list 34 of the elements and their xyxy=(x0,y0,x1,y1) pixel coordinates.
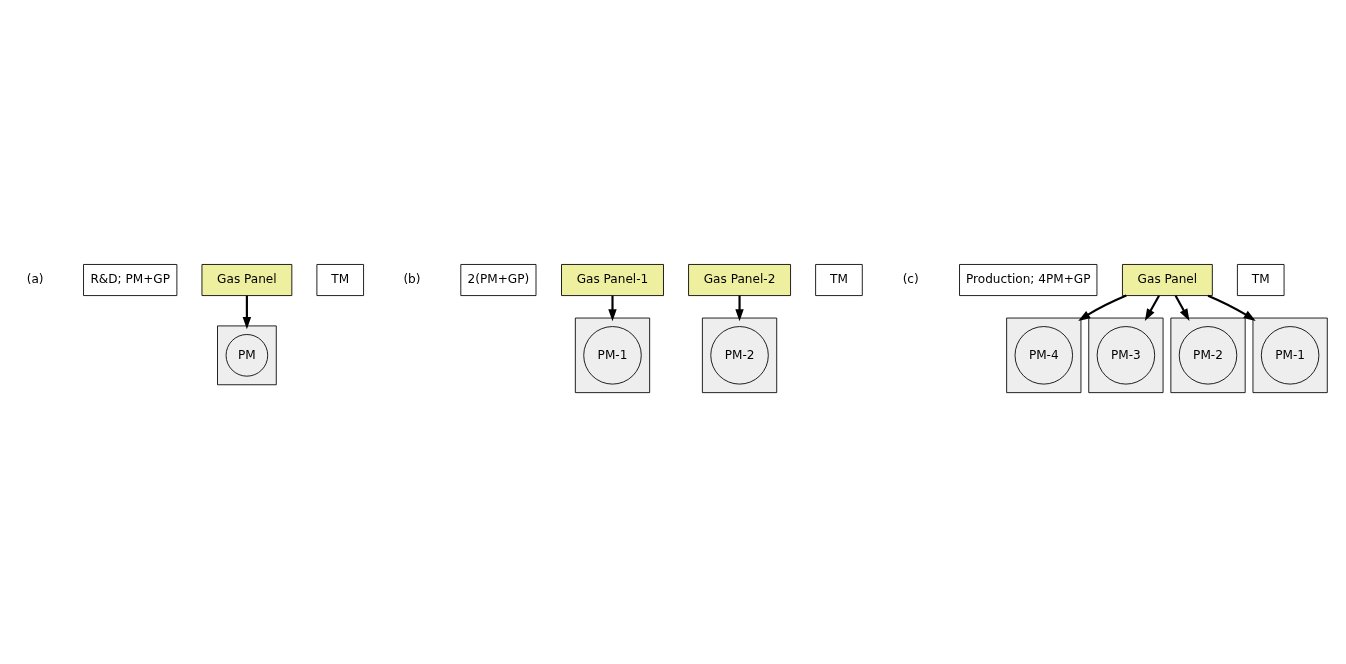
cluster xyxy=(1088,317,1164,394)
node-box: Production; 4PM+GP xyxy=(959,264,1098,296)
cluster xyxy=(1252,317,1328,394)
arrow xyxy=(1207,294,1256,321)
arrow xyxy=(608,295,617,322)
node-box: Gas Panel-2 xyxy=(688,264,791,296)
label: (a) xyxy=(26,272,44,287)
node-circle: PM xyxy=(225,334,269,377)
node-circle: PM-2 xyxy=(710,326,769,385)
node-box: Gas Panel xyxy=(1122,264,1213,296)
cluster xyxy=(217,325,277,386)
cluster xyxy=(701,317,778,394)
node-box: Gas Panel-1 xyxy=(561,264,664,296)
node-circle: PM-4 xyxy=(1014,326,1073,385)
node-circle: PM-3 xyxy=(1096,326,1156,385)
arrow xyxy=(735,295,744,322)
arrow xyxy=(1174,295,1190,321)
label: (b) xyxy=(403,272,421,287)
cluster xyxy=(1006,317,1082,394)
arrow xyxy=(1144,295,1160,321)
arrow xyxy=(242,295,252,330)
label: (c) xyxy=(902,272,919,287)
node-box: TM xyxy=(316,264,364,296)
node-circle: PM-1 xyxy=(583,326,642,385)
cluster xyxy=(574,317,651,394)
node-box: TM xyxy=(1236,264,1285,296)
node-circle: PM-1 xyxy=(1260,326,1320,385)
node-circle: PM-2 xyxy=(1178,326,1238,385)
node-box: 2(PM+GP) xyxy=(460,264,537,296)
arrow xyxy=(1078,294,1127,321)
node-box: TM xyxy=(815,264,863,296)
node-box: Gas Panel xyxy=(201,264,293,296)
node-box: R&D; PM+GP xyxy=(83,264,178,296)
cluster xyxy=(1170,317,1246,394)
